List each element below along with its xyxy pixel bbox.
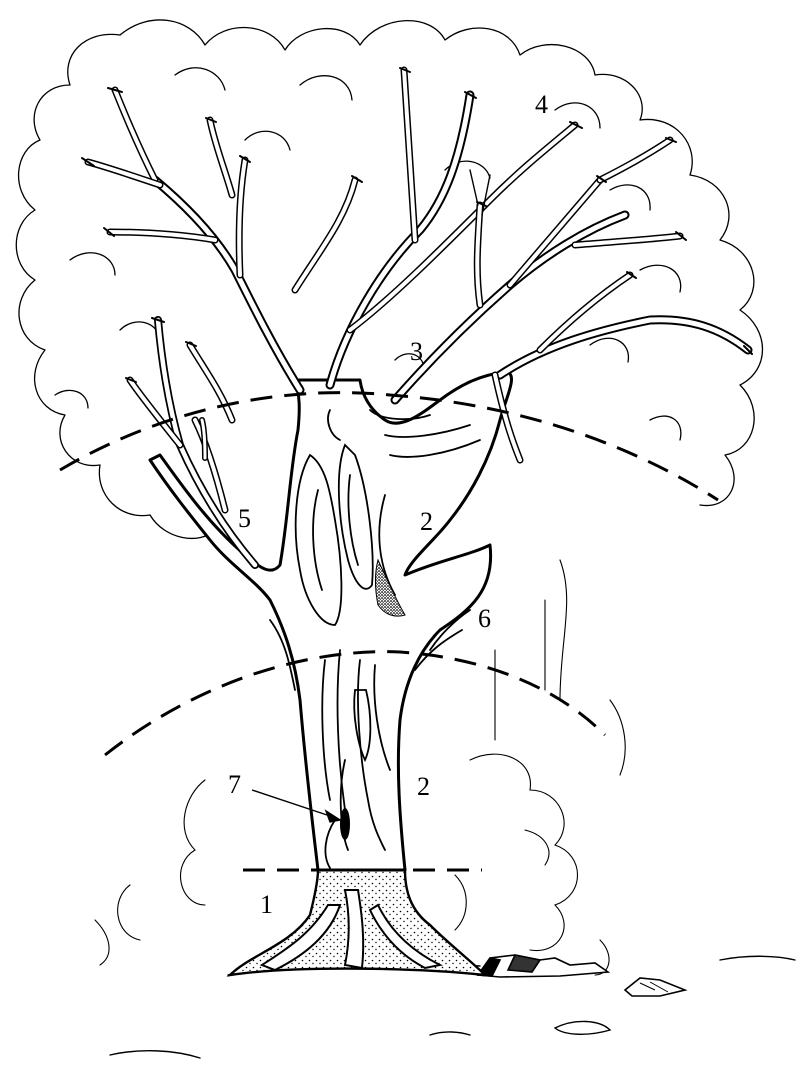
label-one: 1 (260, 890, 273, 919)
label-six: 6 (478, 604, 491, 633)
bark-wound (340, 808, 350, 840)
label-five: 5 (238, 504, 251, 533)
label-seven: 7 (228, 770, 241, 799)
label-two-upper: 2 (420, 507, 433, 536)
label-two-lower: 2 (417, 772, 430, 801)
label-three: 3 (410, 337, 423, 366)
rocks (478, 955, 685, 996)
label-four: 4 (535, 90, 548, 119)
